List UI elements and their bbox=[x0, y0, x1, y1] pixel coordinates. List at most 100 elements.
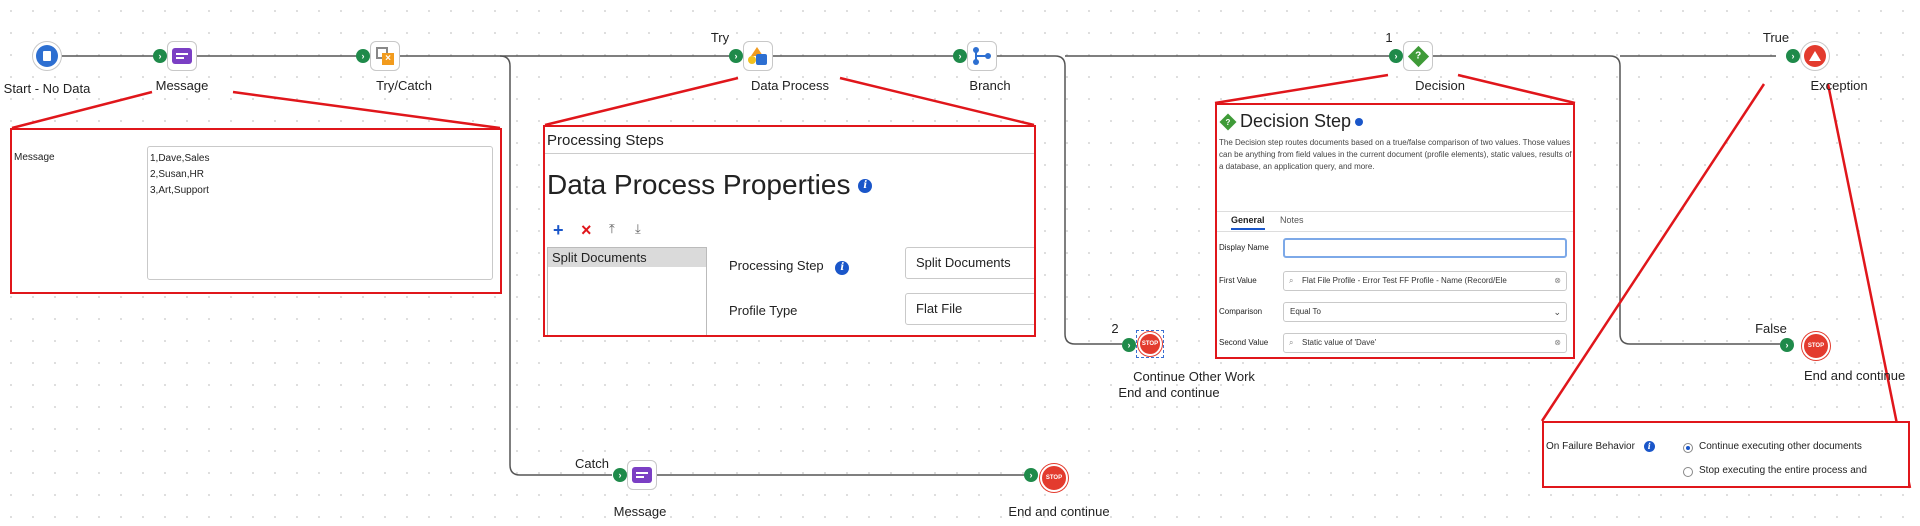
branch2-stop-shape[interactable]: STOP bbox=[1136, 330, 1164, 358]
end-false-label: End and continue bbox=[1804, 368, 1906, 383]
catch-end-label: End and continue bbox=[1008, 504, 1110, 519]
tab-general[interactable]: General bbox=[1231, 215, 1265, 230]
stop-option-label: Stop executing the entire process and bbox=[1699, 465, 1867, 476]
dataprocess-label: Data Process bbox=[750, 78, 830, 93]
tabs-divider bbox=[1217, 211, 1573, 212]
trycatch-connector-dot[interactable]: › bbox=[356, 49, 370, 63]
processing-step-label: Processing Step i bbox=[729, 258, 850, 275]
chevron-down-icon: ⌄ bbox=[1553, 307, 1561, 317]
message-icon bbox=[172, 48, 192, 64]
true-branch-label: True bbox=[1762, 30, 1790, 45]
message-properties-callout: Message 1,Dave,Sales 2,Susan,HR 3,Art,Su… bbox=[10, 128, 502, 294]
message-connector-dot[interactable]: › bbox=[153, 49, 167, 63]
warning-icon bbox=[1804, 45, 1826, 67]
branch2-connector-dot[interactable]: › bbox=[1122, 338, 1136, 352]
move-up-icon[interactable]: ⤒ bbox=[609, 221, 615, 236]
on-failure-behavior-label: On Failure Behavior i bbox=[1546, 441, 1655, 452]
try-branch-label: Try bbox=[710, 30, 730, 45]
tab-notes[interactable]: Notes bbox=[1280, 215, 1304, 225]
catch-message-shape[interactable] bbox=[627, 460, 657, 490]
list-item[interactable]: Split Documents bbox=[548, 248, 706, 267]
decision-title-text: Decision Step bbox=[1240, 111, 1352, 131]
decision-icon: ? bbox=[1219, 113, 1237, 130]
first-value-text: Flat File Profile - Error Test FF Profil… bbox=[1302, 276, 1507, 285]
decision-description: The Decision step routes documents based… bbox=[1219, 138, 1572, 171]
exception-shape[interactable] bbox=[1800, 41, 1830, 71]
catch-end-connector-dot[interactable]: › bbox=[1024, 468, 1038, 482]
exception-properties-callout: On Failure Behavior i Continue executing… bbox=[1542, 421, 1910, 488]
clear-icon[interactable]: ⊗ bbox=[1554, 338, 1561, 347]
comparison-value: Equal To bbox=[1290, 307, 1321, 316]
search-icon: ⌕ bbox=[1289, 338, 1294, 347]
exception-label: Exception bbox=[1810, 78, 1868, 93]
second-value-label: Second Value bbox=[1219, 338, 1269, 347]
info-icon[interactable] bbox=[1355, 117, 1364, 126]
data-process-title-text: Data Process Properties bbox=[547, 169, 851, 200]
comparison-label: Comparison bbox=[1219, 307, 1263, 316]
stop-radio[interactable] bbox=[1683, 467, 1693, 477]
processing-step-label-text: Processing Step bbox=[729, 258, 824, 273]
branch2-label-line1: Continue Other Work bbox=[1133, 369, 1255, 384]
trycatch-icon: × bbox=[376, 47, 394, 65]
first-value-field[interactable]: ⌕ Flat File Profile - Error Test FF Prof… bbox=[1283, 271, 1567, 291]
message-line-1: 1,Dave,Sales bbox=[150, 153, 210, 164]
processing-step-select[interactable]: Split Documents bbox=[905, 247, 1034, 279]
move-down-icon[interactable]: ⤓ bbox=[635, 221, 641, 236]
profile-type-select[interactable]: Flat File bbox=[905, 293, 1034, 325]
message-textarea[interactable]: 1,Dave,Sales 2,Susan,HR 3,Art,Support bbox=[147, 146, 493, 280]
exception-connector-dot[interactable]: › bbox=[1786, 49, 1800, 63]
branch-shape[interactable] bbox=[967, 41, 997, 71]
catch-message-connector-dot[interactable]: › bbox=[613, 468, 627, 482]
stop-icon: STOP bbox=[1138, 332, 1162, 356]
decision-title: ? Decision Step bbox=[1219, 111, 1364, 132]
end-false-connector-dot[interactable]: › bbox=[1780, 338, 1794, 352]
false-branch-label: False bbox=[1755, 321, 1787, 336]
decision-properties-callout: ? Decision Step The Decision step routes… bbox=[1215, 103, 1575, 359]
trycatch-shape[interactable]: × bbox=[370, 41, 400, 71]
tabs-bottom-divider bbox=[1217, 231, 1573, 232]
branch-label: Branch bbox=[969, 78, 1011, 93]
info-icon[interactable]: i bbox=[1643, 441, 1655, 452]
data-process-icon bbox=[748, 47, 768, 65]
continue-option-label: Continue executing other documents bbox=[1699, 441, 1862, 452]
data-process-properties-callout: Processing Steps Data Process Properties… bbox=[543, 125, 1036, 337]
branch2-label: 2 bbox=[1111, 321, 1119, 336]
data-process-title: Data Process Properties i bbox=[547, 169, 873, 201]
search-icon: ⌕ bbox=[1289, 276, 1294, 285]
dataprocess-connector-dot[interactable]: › bbox=[729, 49, 743, 63]
start-label: Start - No Data bbox=[3, 81, 91, 96]
message-line-2: 2,Susan,HR bbox=[150, 169, 204, 180]
display-name-input[interactable] bbox=[1283, 238, 1567, 258]
second-value-text: Static value of 'Dave' bbox=[1302, 338, 1377, 347]
message-field-label: Message bbox=[14, 152, 55, 163]
header-divider bbox=[545, 153, 1034, 154]
add-step-icon[interactable]: + bbox=[553, 220, 564, 240]
message-shape[interactable] bbox=[167, 41, 197, 71]
branch-connector-dot[interactable]: › bbox=[953, 49, 967, 63]
start-shape[interactable] bbox=[32, 41, 62, 71]
processing-steps-header: Processing Steps bbox=[547, 132, 664, 149]
catch-branch-label: Catch bbox=[575, 456, 609, 471]
decision-connector-dot[interactable]: › bbox=[1389, 49, 1403, 63]
catch-message-label: Message bbox=[613, 504, 667, 519]
branch-icon bbox=[973, 47, 991, 65]
info-icon[interactable]: i bbox=[835, 261, 850, 275]
branch2-label-line2: End and continue bbox=[1118, 385, 1220, 400]
info-icon[interactable]: i bbox=[858, 179, 873, 193]
catch-end-stop-icon[interactable]: STOP bbox=[1040, 464, 1068, 492]
message-icon bbox=[632, 467, 652, 483]
trycatch-label: Try/Catch bbox=[376, 78, 432, 93]
second-value-field[interactable]: ⌕ Static value of 'Dave' ⊗ bbox=[1283, 333, 1567, 353]
continue-radio[interactable] bbox=[1683, 443, 1693, 453]
comparison-select[interactable]: Equal To ⌄ bbox=[1283, 302, 1567, 322]
dataprocess-shape[interactable] bbox=[743, 41, 773, 71]
decision-shape[interactable]: ? bbox=[1403, 41, 1433, 71]
clear-icon[interactable]: ⊗ bbox=[1554, 276, 1561, 285]
steps-list[interactable]: Split Documents bbox=[547, 247, 707, 335]
on-failure-behavior-text: On Failure Behavior bbox=[1546, 441, 1635, 452]
delete-step-icon[interactable]: × bbox=[581, 220, 592, 240]
end-false-stop-icon[interactable]: STOP bbox=[1802, 332, 1830, 360]
message-label: Message bbox=[155, 78, 209, 93]
